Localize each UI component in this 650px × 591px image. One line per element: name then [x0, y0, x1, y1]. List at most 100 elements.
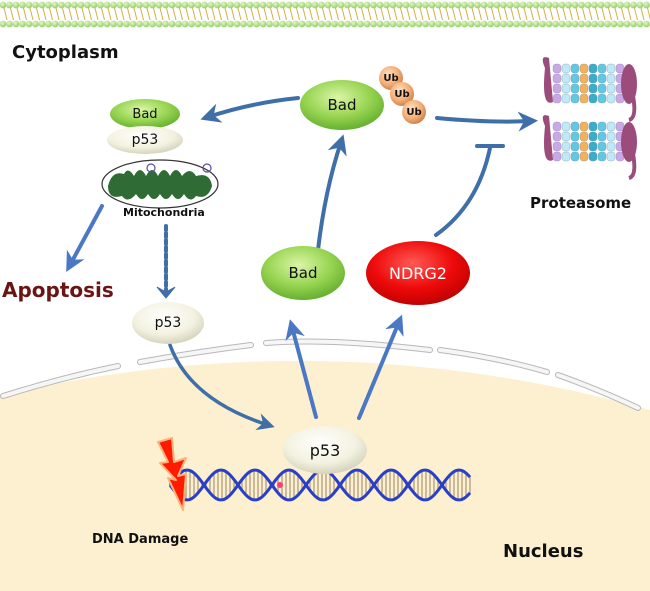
membrane-bead — [318, 1, 325, 9]
dna-damage-label: DNA Damage — [92, 532, 189, 547]
membrane-bead — [129, 1, 137, 9]
membrane-bead — [389, 20, 397, 28]
membrane-bead — [441, 20, 449, 28]
membrane-bead — [227, 20, 234, 28]
membrane-bead — [259, 20, 267, 28]
membrane-bead — [25, 20, 33, 28]
membrane-bead — [12, 20, 20, 28]
mitochondrion — [101, 159, 219, 209]
membrane-bead — [305, 20, 312, 28]
membrane-bead — [194, 1, 202, 9]
membrane-bead — [214, 1, 221, 9]
membrane-bead — [487, 20, 494, 28]
membrane-bead — [19, 20, 26, 28]
membrane-bead — [259, 1, 267, 9]
membrane-bead — [129, 20, 137, 28]
membrane-bead — [311, 1, 319, 9]
membrane-bead — [214, 20, 221, 28]
membrane-bead — [448, 1, 455, 9]
apoptosis-label: Apoptosis — [2, 278, 114, 302]
membrane-bead — [474, 1, 481, 9]
membrane-bead — [539, 20, 546, 28]
membrane-bead — [6, 20, 13, 28]
membrane-bead — [103, 1, 111, 9]
membrane-bead — [162, 1, 169, 9]
membrane-bead — [428, 1, 436, 9]
membrane-bead — [123, 20, 130, 28]
membrane-bead — [142, 1, 150, 9]
node-bad-cyto[interactable] — [261, 246, 345, 300]
membrane-bead — [227, 1, 234, 9]
node-p53-nucleus[interactable] — [283, 426, 367, 474]
membrane-bead — [552, 1, 559, 9]
membrane-bead — [298, 1, 306, 9]
membrane-bead — [19, 1, 26, 9]
membrane-bead — [558, 1, 566, 9]
arrow-badub-to-mito — [200, 96, 300, 123]
membrane-bead — [357, 1, 364, 9]
membrane-bead — [110, 20, 117, 28]
membrane-bead — [422, 1, 429, 9]
membrane-bead — [38, 20, 46, 28]
node-ndrg2[interactable] — [366, 241, 470, 305]
membrane-bead — [253, 20, 260, 28]
membrane-bead — [571, 1, 579, 9]
node-bad-mito[interactable] — [110, 99, 180, 129]
membrane-bead — [591, 1, 598, 9]
node-bad-ub[interactable] — [300, 80, 384, 130]
membrane-bead — [220, 1, 228, 9]
membrane-bead — [604, 20, 611, 28]
membrane-bead — [493, 1, 501, 9]
membrane-bead — [175, 1, 182, 9]
membrane-bead — [461, 20, 468, 28]
membrane-bead — [350, 1, 358, 9]
membrane-bead — [233, 1, 241, 9]
node-p53-mito[interactable] — [107, 126, 183, 154]
membrane-bead — [220, 20, 228, 28]
lightning-icon — [157, 437, 187, 511]
membrane-bead — [344, 20, 351, 28]
membrane-bead — [578, 20, 585, 28]
membrane-bead — [51, 1, 59, 9]
membrane-bead — [623, 1, 631, 9]
membrane-bead — [487, 1, 494, 9]
membrane-bead — [337, 20, 345, 28]
membrane-bead — [331, 1, 338, 9]
membrane-bead — [207, 1, 215, 9]
membrane-bead — [136, 1, 143, 9]
membrane-bead — [480, 20, 488, 28]
ub-bubble-3[interactable] — [402, 100, 426, 124]
membrane-bead — [298, 20, 306, 28]
membrane-bead — [480, 1, 488, 9]
membrane-bead — [175, 20, 182, 28]
membrane-bead — [194, 20, 202, 28]
membrane-bead — [84, 20, 91, 28]
membrane-bead — [630, 1, 637, 9]
membrane-bead — [519, 1, 527, 9]
membrane-bead — [149, 20, 156, 28]
membrane-bead — [513, 20, 520, 28]
membrane-bead — [32, 20, 39, 28]
membrane-bead — [610, 1, 618, 9]
membrane-bead — [643, 1, 650, 9]
membrane-bead — [389, 1, 397, 9]
membrane-bead — [142, 20, 150, 28]
membrane-bead — [604, 1, 611, 9]
membrane-bead — [0, 20, 7, 28]
arrow-badub-to-proteasome — [435, 111, 538, 132]
membrane-bead — [266, 20, 273, 28]
nucleus-label: Nucleus — [503, 541, 584, 562]
membrane-bead — [181, 1, 189, 9]
membrane-bead — [545, 1, 553, 9]
membrane-bead — [272, 20, 280, 28]
ub-bubble-2[interactable] — [390, 82, 414, 106]
membrane-bead — [207, 20, 215, 28]
membrane-bead — [526, 20, 533, 28]
node-p53-cyto[interactable] — [132, 302, 204, 344]
membrane-bead — [45, 1, 52, 9]
membrane-bead — [344, 1, 351, 9]
membrane-bead — [311, 20, 319, 28]
membrane-bead — [97, 1, 104, 9]
